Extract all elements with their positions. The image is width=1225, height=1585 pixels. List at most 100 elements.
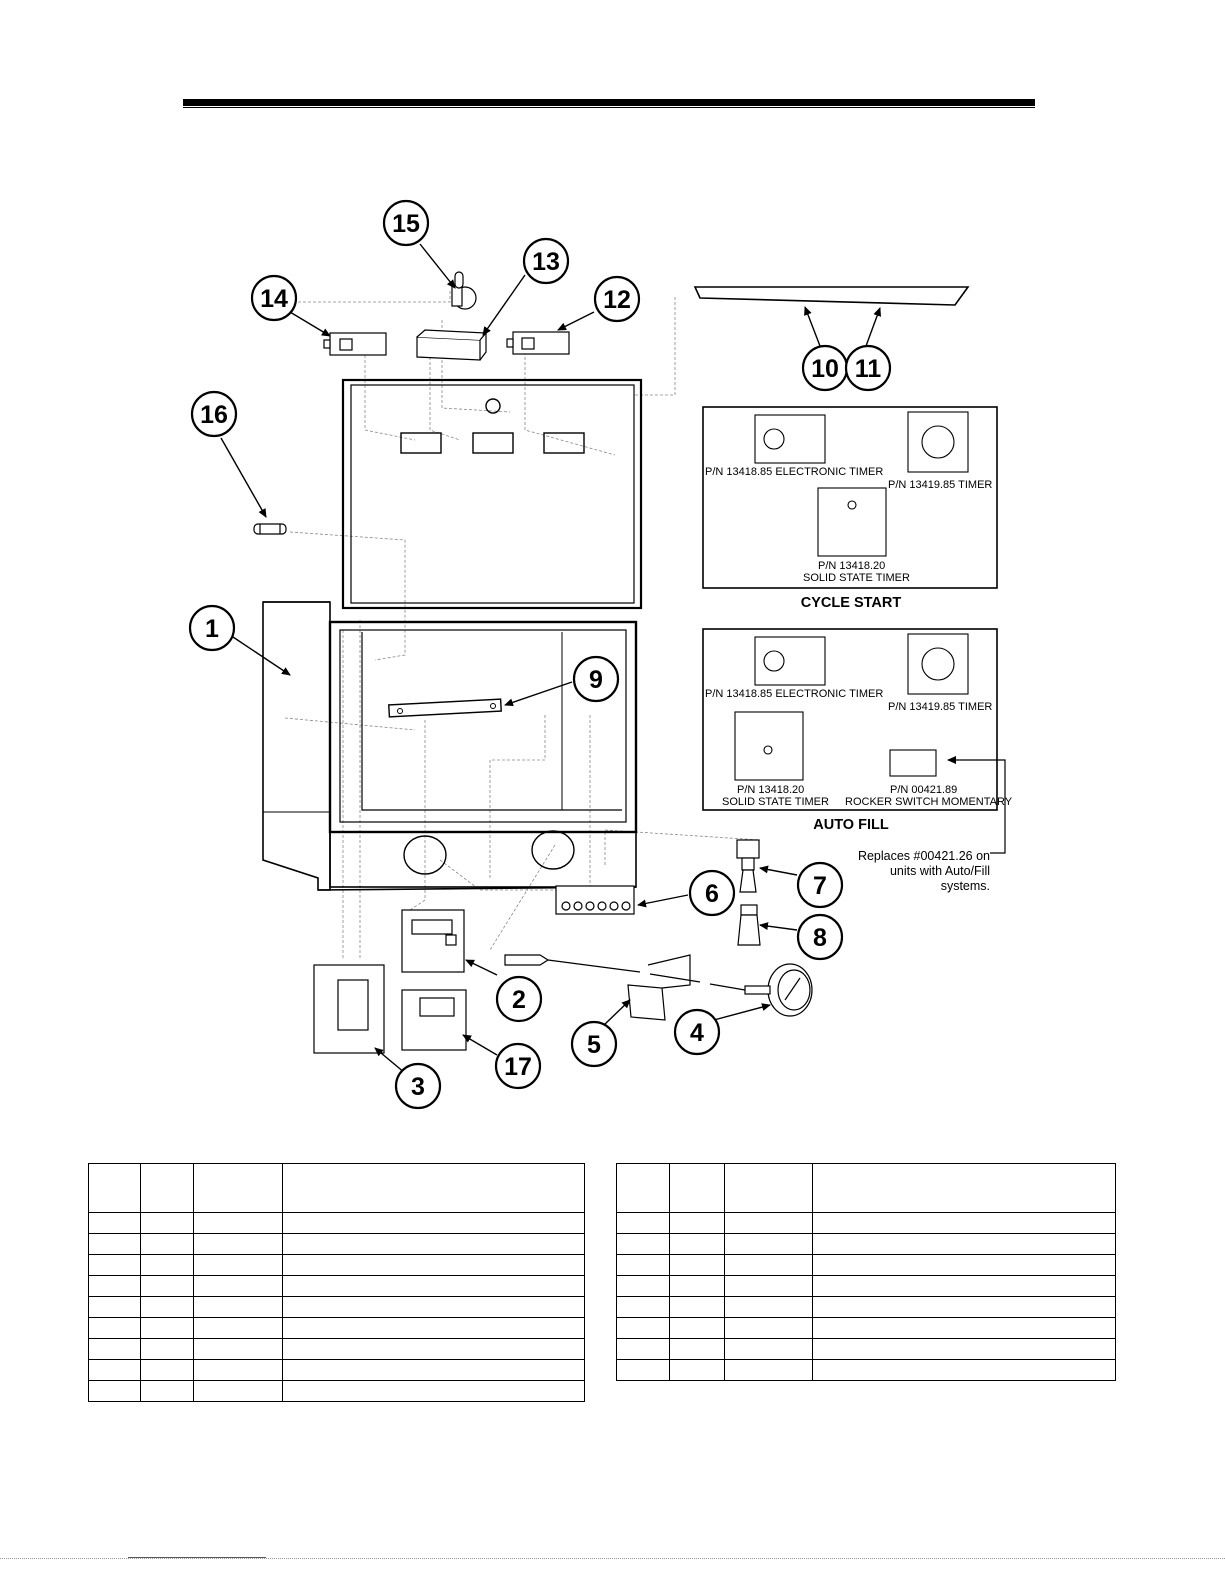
- table-cell: [616, 1338, 670, 1360]
- note-line-2: units with Auto/Fill: [890, 864, 990, 878]
- cycle-start-solid-state-desc: SOLID STATE TIMER: [803, 572, 910, 584]
- table-cell: [669, 1359, 725, 1381]
- table-row: [616, 1296, 1116, 1318]
- table-cell: [282, 1296, 585, 1318]
- header-rule: [183, 99, 1035, 106]
- callout-1: 1: [205, 615, 219, 643]
- table-cell: [88, 1380, 141, 1402]
- table-cell: [193, 1380, 283, 1402]
- table-cell: [812, 1317, 1116, 1339]
- header-cell: [616, 1163, 670, 1213]
- table-cell: [140, 1359, 194, 1381]
- note-line-3: systems.: [941, 879, 990, 893]
- table-cell: [88, 1359, 141, 1381]
- callout-circles: [188, 199, 892, 1110]
- table-cell: [724, 1359, 813, 1381]
- callout-4: 4: [690, 1019, 704, 1047]
- table-cell: [88, 1254, 141, 1276]
- cabinet-body: [262, 601, 638, 891]
- auto-fill-rocker-pn: P/N 00421.89: [890, 784, 957, 796]
- callout-numbers: 1 2 3 4 5 6 7 8 9 10 11 12 13 14 15 16 1…: [200, 210, 881, 1101]
- table-cell: [812, 1359, 1116, 1381]
- table-cell: [282, 1338, 585, 1360]
- callout-16: 16: [200, 401, 228, 429]
- table-cell: [88, 1233, 141, 1255]
- table-row: [88, 1233, 585, 1255]
- note-line-1: Replaces #00421.26 on: [858, 849, 990, 863]
- cycle-start-panel: [702, 406, 998, 589]
- cycle-start-solid-state-pn: P/N 13418.20: [818, 560, 885, 572]
- table-cell: [812, 1296, 1116, 1318]
- table-row: [616, 1317, 1116, 1339]
- callout-13: 13: [532, 248, 560, 276]
- table-cell: [616, 1254, 670, 1276]
- table-cell: [616, 1296, 670, 1318]
- table-row: [88, 1380, 585, 1402]
- table-cell: [282, 1317, 585, 1339]
- footer-link-underline: [128, 1557, 266, 1558]
- table-cell: [193, 1317, 283, 1339]
- parts-table-right: [616, 1163, 1116, 1381]
- header-cell: [724, 1163, 813, 1213]
- table-cell: [140, 1338, 194, 1360]
- table-cell: [140, 1212, 194, 1234]
- table-cell: [812, 1338, 1116, 1360]
- callout-8: 8: [813, 924, 827, 952]
- table-cell: [669, 1275, 725, 1297]
- table-row: [616, 1212, 1116, 1234]
- table-cell: [193, 1254, 283, 1276]
- table-cell: [140, 1233, 194, 1255]
- table-cell: [193, 1296, 283, 1318]
- table-cell: [724, 1212, 813, 1234]
- table-cell: [669, 1317, 725, 1339]
- auto-fill-timer-pn: P/N 13419.85 TIMER: [888, 701, 992, 713]
- table-cell: [88, 1296, 141, 1318]
- table-cell: [724, 1275, 813, 1297]
- table-cell: [140, 1296, 194, 1318]
- table-header-row: [88, 1163, 585, 1213]
- auto-fill-solid-state-pn: P/N 13418.20: [737, 784, 804, 796]
- table-cell: [724, 1317, 813, 1339]
- table-cell: [282, 1380, 585, 1402]
- cycle-start-electronic-timer-pn: P/N 13418.85 ELECTRONIC TIMER: [705, 466, 883, 478]
- callout-9: 9: [589, 666, 603, 694]
- callout-12: 12: [603, 286, 631, 314]
- table-cell: [193, 1233, 283, 1255]
- table-cell: [616, 1212, 670, 1234]
- table-cell: [140, 1317, 194, 1339]
- table-row: [88, 1275, 585, 1297]
- table-cell: [669, 1254, 725, 1276]
- auto-fill-title: AUTO FILL: [813, 817, 889, 833]
- callout-15: 15: [392, 210, 420, 238]
- table-cell: [616, 1233, 670, 1255]
- table-cell: [812, 1233, 1116, 1255]
- table-cell: [140, 1254, 194, 1276]
- callout-arrows: [220, 243, 881, 1074]
- table-cell: [812, 1212, 1116, 1234]
- trim-strip: [693, 286, 970, 306]
- table-header-row: [616, 1163, 1116, 1213]
- table-row: [88, 1212, 585, 1234]
- header-rule-thin: [183, 107, 1035, 108]
- table-row: [616, 1275, 1116, 1297]
- table-cell: [282, 1254, 585, 1276]
- table-cell: [88, 1338, 141, 1360]
- table-cell: [193, 1359, 283, 1381]
- table-cell: [193, 1212, 283, 1234]
- table-cell: [193, 1275, 283, 1297]
- table-row: [616, 1233, 1116, 1255]
- table-cell: [140, 1275, 194, 1297]
- table-cell: [193, 1338, 283, 1360]
- callout-14: 14: [260, 285, 288, 313]
- callout-11: 11: [855, 355, 882, 383]
- table-cell: [88, 1212, 141, 1234]
- auto-fill-panel: [702, 628, 998, 811]
- parts-table-left: [88, 1163, 585, 1402]
- table-cell: [812, 1254, 1116, 1276]
- cycle-start-timer-pn: P/N 13419.85 TIMER: [888, 479, 992, 491]
- table-cell: [282, 1233, 585, 1255]
- table-row: [88, 1338, 585, 1360]
- cabinet-lid: [341, 378, 643, 610]
- header-cell: [193, 1163, 283, 1213]
- callout-5: 5: [587, 1031, 601, 1059]
